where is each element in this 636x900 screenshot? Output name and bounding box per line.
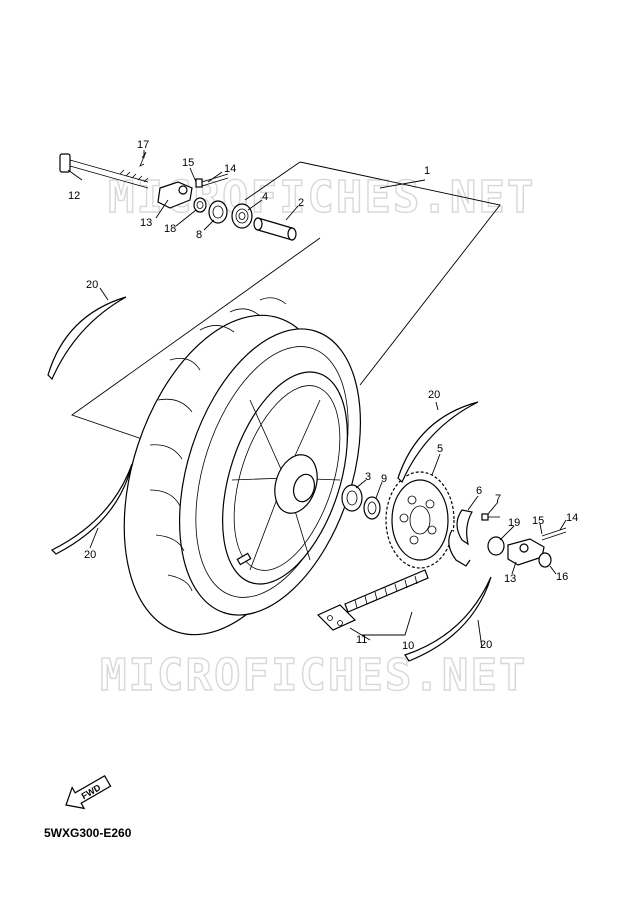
collar-part-19: [487, 536, 505, 556]
callout-10: 10: [402, 640, 414, 652]
oil-seal-part-9: [363, 496, 381, 520]
callout-9: 9: [381, 473, 387, 485]
adjust-bolt-part-14-right: [541, 527, 567, 541]
diagram-code: 5WXG300-E260: [44, 826, 132, 840]
spacer-part-2: [253, 217, 297, 241]
collar-part-18: [193, 197, 207, 213]
assembly-bracket-1: [71, 161, 501, 441]
callout-15-right: 15: [532, 515, 544, 527]
callout-2: 2: [298, 197, 304, 209]
forward-arrow-icon: FWD: [65, 774, 112, 810]
leader-lines: [67, 150, 567, 649]
callout-14-right: 14: [566, 512, 578, 524]
chain-joint-part-11: [316, 604, 357, 631]
callout-18: 18: [164, 223, 176, 235]
callout-5: 5: [437, 443, 443, 455]
callout-13-left: 13: [140, 217, 152, 229]
callout-20-upper-left: 20: [86, 279, 98, 291]
callout-14-left: 14: [224, 163, 236, 175]
callout-19: 19: [508, 517, 520, 529]
oil-seal-part-8: [208, 200, 228, 224]
callout-20-upper-right: 20: [428, 389, 440, 401]
callout-17: 17: [137, 139, 149, 151]
axle-part-12: [59, 153, 149, 189]
callout-15-left: 15: [182, 157, 194, 169]
drive-chain-part-10: [344, 569, 429, 613]
callout-8: 8: [196, 229, 202, 241]
rear-wheel-rim: [222, 371, 348, 585]
callout-labels: 1 2 3 4 5 6 7 8 9 10 11 12 13 13 14 14 1…: [68, 139, 578, 652]
bolt-part-7: [481, 513, 500, 521]
chain-guide-part-6: [448, 509, 473, 567]
callout-20-lower-right: 20: [480, 639, 492, 651]
reflector-strip-part-20: [47, 296, 492, 662]
adjust-bolt-part-14-left: [195, 173, 229, 188]
callout-7: 7: [495, 493, 501, 505]
callout-3: 3: [365, 471, 371, 483]
callout-4: 4: [262, 191, 268, 203]
callout-20-lower-left: 20: [84, 549, 96, 561]
sprocket-part-5: [385, 471, 455, 569]
nut-part-16: [538, 552, 552, 568]
callout-16: 16: [556, 571, 568, 583]
bearing-part-3: [341, 484, 363, 512]
spring-pin-part-17: [139, 151, 147, 167]
callout-6: 6: [476, 485, 482, 497]
callout-12: 12: [68, 190, 80, 202]
bearing-part-4: [231, 203, 253, 229]
callout-13-right: 13: [504, 573, 516, 585]
callout-11: 11: [356, 634, 367, 646]
watermark-bottom: MICROFICHES.NET: [100, 650, 527, 701]
callout-1: 1: [424, 165, 430, 177]
